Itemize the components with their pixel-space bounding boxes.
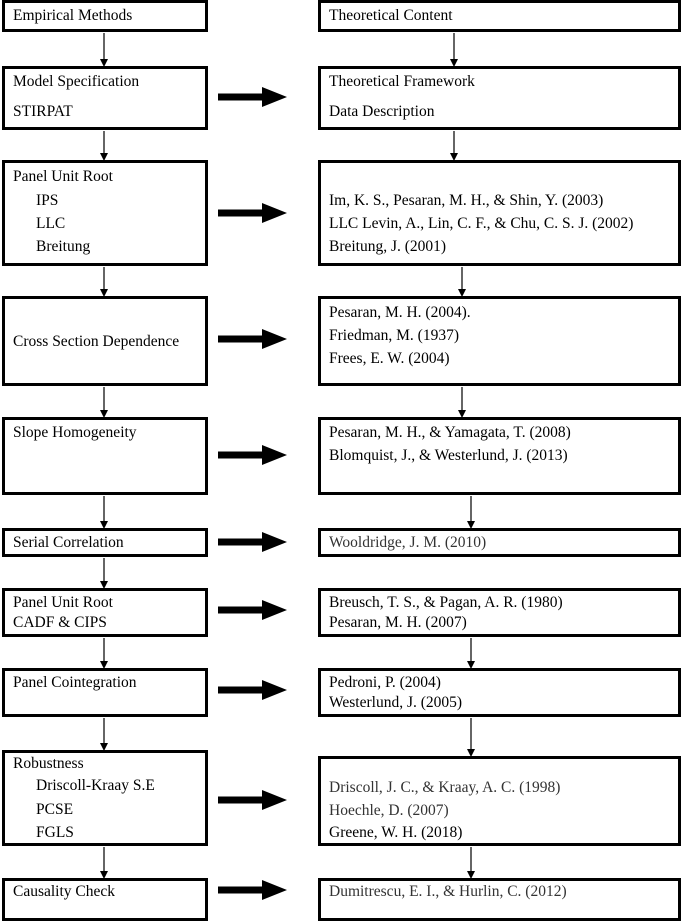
- left-step-7-line-1: Panel Cointegration: [13, 674, 137, 691]
- right-arrow-3: [218, 329, 287, 349]
- panel-cointegration-references-box: Pedroni, P. (2004) Westerlund, J. (2005): [318, 668, 681, 717]
- right-step-7-line-2: Westerlund, J. (2005): [329, 694, 463, 711]
- left-step-3-line-1: Cross Section Dependence: [13, 333, 180, 350]
- right-arrow-6: [218, 600, 287, 620]
- left-step-1-line-1: Model Specification: [13, 73, 140, 90]
- left-step-1-line-2: STIRPAT: [13, 103, 73, 120]
- right-arrow-8: [218, 790, 287, 810]
- theoretical-content-header-box: Theoretical Content: [318, 0, 681, 32]
- theoretical-framework-box: Theoretical Framework Data Description: [318, 66, 681, 130]
- right-step-3-line-2: Friedman, M. (1937): [329, 327, 460, 344]
- right-step-4-line-1: Pesaran, M. H., & Yamagata, T. (2008): [329, 424, 571, 441]
- right-arrow-5: [218, 532, 287, 552]
- right-step-2-line-2: LLC Levin, A., Lin, C. F., & Chu, C. S. …: [329, 215, 634, 232]
- left-step-8-line-3: PCSE: [36, 801, 74, 818]
- cross-section-dependence-references-box: Pesaran, M. H. (2004). Friedman, M. (193…: [318, 296, 681, 386]
- right-step-3-line-1: Pesaran, M. H. (2004).: [329, 304, 471, 321]
- empirical-methods-header: Empirical Methods: [13, 7, 133, 24]
- panel-unit-root-cadf-box: Panel Unit Root CADF & CIPS: [2, 588, 208, 637]
- right-step-5-line-1: Wooldridge, J. M. (2010): [329, 534, 487, 551]
- left-step-4-line-1: Slope Homogeneity: [13, 424, 137, 441]
- right-step-7-line-1: Pedroni, P. (2004): [329, 674, 441, 691]
- right-step-1-line-1: Theoretical Framework: [329, 73, 475, 90]
- left-step-5-line-1: Serial Correlation: [13, 534, 124, 551]
- left-step-2-line-3: LLC: [36, 215, 66, 232]
- panel-cointegration-box: Panel Cointegration: [2, 668, 208, 717]
- right-arrow-9: [218, 880, 287, 900]
- right-step-6-line-1: Breusch, T. S., & Pagan, A. R. (1980): [329, 594, 563, 611]
- panel-unit-root-box: Panel Unit Root IPS LLC Breitung: [2, 160, 208, 266]
- cross-section-dependence-box: Cross Section Dependence: [2, 296, 208, 386]
- right-step-2-line-3: Breitung, J. (2001): [329, 238, 447, 255]
- causality-check-references-box: Dumitrescu, E. I., & Hurlin, C. (2012): [318, 878, 681, 921]
- left-step-8-line-4: FGLS: [36, 824, 74, 841]
- right-arrow-4: [218, 445, 287, 465]
- serial-correlation-box: Serial Correlation: [2, 528, 208, 557]
- right-step-4-line-2: Blomquist, J., & Westerlund, J. (2013): [329, 447, 568, 464]
- robustness-box: Robustness Driscoll-Kraay S.E PCSE FGLS: [2, 750, 208, 846]
- left-step-2-line-2: IPS: [36, 192, 59, 209]
- panel-unit-root-cadf-references-box: Breusch, T. S., & Pagan, A. R. (1980) Pe…: [318, 588, 681, 637]
- slope-homogeneity-references-box: Pesaran, M. H., & Yamagata, T. (2008) Bl…: [318, 417, 681, 495]
- right-step-8-line-2: Hoechle, D. (2007): [329, 802, 449, 819]
- right-step-9-line-1: Dumitrescu, E. I., & Hurlin, C. (2012): [329, 883, 567, 900]
- causality-check-box: Causality Check: [2, 878, 208, 921]
- slope-homogeneity-box: Slope Homogeneity: [2, 417, 208, 495]
- right-arrow-2: [218, 203, 287, 223]
- right-step-1-line-2: Data Description: [329, 103, 435, 120]
- left-step-8-line-1: Robustness: [13, 755, 84, 772]
- right-step-3-line-3: Frees, E. W. (2004): [329, 350, 450, 367]
- serial-correlation-references-box: Wooldridge, J. M. (2010): [318, 528, 681, 557]
- left-step-6-line-2: CADF & CIPS: [13, 614, 107, 631]
- right-step-8-line-3: Greene, W. H. (2018): [329, 824, 463, 841]
- right-step-2-line-1: Im, K. S., Pesaran, M. H., & Shin, Y. (2…: [329, 192, 604, 209]
- model-specification-box: Model Specification STIRPAT: [2, 66, 208, 130]
- left-step-8-line-2: Driscoll-Kraay S.E: [36, 777, 155, 794]
- empirical-methods-header-box: Empirical Methods: [2, 0, 208, 32]
- left-step-9-line-1: Causality Check: [13, 883, 116, 900]
- right-step-6-line-2: Pesaran, M. H. (2007): [329, 614, 467, 631]
- right-arrow-1: [218, 87, 287, 107]
- left-step-6-line-1: Panel Unit Root: [13, 594, 113, 611]
- robustness-references-box: Driscoll, J. C., & Kraay, A. C. (1998) H…: [318, 756, 681, 846]
- panel-unit-root-references-box: Im, K. S., Pesaran, M. H., & Shin, Y. (2…: [318, 160, 681, 266]
- theoretical-content-header: Theoretical Content: [329, 7, 453, 24]
- left-step-2-line-4: Breitung: [36, 238, 91, 255]
- left-step-2-line-1: Panel Unit Root: [13, 168, 113, 185]
- right-arrow-7: [218, 680, 287, 700]
- right-step-8-line-1: Driscoll, J. C., & Kraay, A. C. (1998): [329, 779, 561, 796]
